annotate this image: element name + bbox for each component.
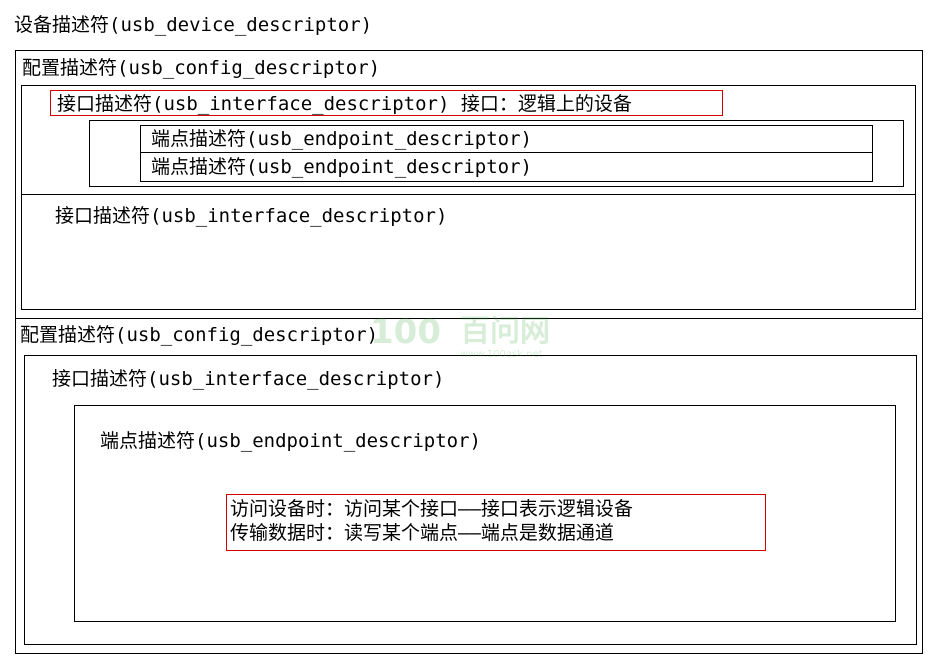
interface-divider — [21, 194, 916, 195]
interface-highlight-box — [50, 90, 723, 116]
watermark-url: www.100ask.net — [460, 349, 543, 359]
interface-group-box — [21, 85, 916, 310]
endpoint-group-box — [89, 120, 904, 187]
config-descriptor-label-2: 配置描述符(usb_config_descriptor) — [20, 324, 379, 346]
endpoint-descriptor-label-2: 端点描述符(usb_endpoint_descriptor) — [151, 156, 532, 178]
device-descriptor-box — [15, 50, 923, 654]
config-2-endpoint-box — [74, 405, 896, 622]
config-2-interface-box — [24, 355, 917, 645]
watermark-logo: 100 百问网 www.100ask.net — [370, 312, 550, 359]
config-descriptor-label-1: 配置描述符(usb_config_descriptor) — [22, 57, 381, 79]
note-line-1: 访问设备时：访问某个接口——接口表示逻辑设备 — [230, 498, 633, 520]
watermark-brand: 百问网 — [460, 314, 550, 349]
endpoint-descriptor-label-3: 端点描述符(usb_endpoint_descriptor) — [100, 430, 481, 452]
config-divider — [15, 318, 923, 319]
interface-descriptor-label-2: 接口描述符(usb_interface_descriptor) — [55, 205, 448, 227]
interface-descriptor-label-3: 接口描述符(usb_interface_descriptor) — [52, 368, 445, 390]
notes-box — [226, 494, 766, 551]
device-descriptor-label: 设备描述符(usb_device_descriptor) — [14, 14, 373, 36]
note-line-2: 传输数据时：读写某个端点——端点是数据通道 — [230, 522, 614, 544]
endpoint-divider — [140, 152, 873, 153]
endpoint-list-box — [140, 125, 873, 182]
watermark-digits: 100 — [370, 312, 441, 352]
interface-descriptor-label-1: 接口描述符(usb_interface_descriptor) 接口：逻辑上的设… — [57, 93, 632, 115]
endpoint-descriptor-label-1: 端点描述符(usb_endpoint_descriptor) — [151, 128, 532, 150]
